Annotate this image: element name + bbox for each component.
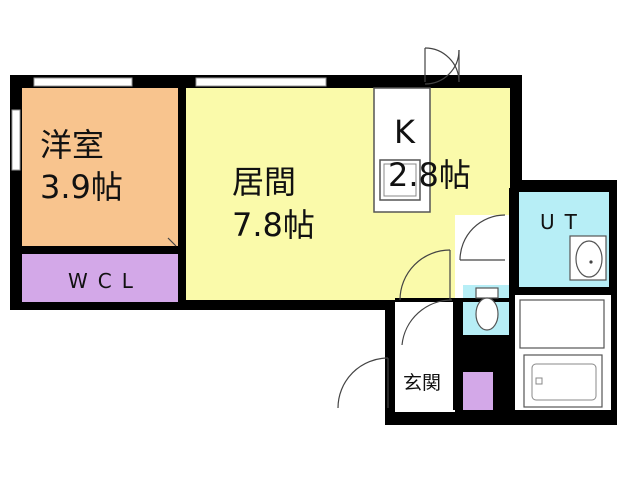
entrance-storage [463, 372, 493, 410]
living-room [186, 88, 374, 300]
living-room-size: 7.8帖 [232, 206, 315, 244]
windows [11, 77, 327, 171]
hallway [395, 300, 455, 412]
western-room-name: 洋室 [40, 126, 104, 164]
bathtub [519, 299, 605, 408]
living-room-name: 居間 [232, 163, 296, 201]
kitchen-size: 2.8帖 [388, 156, 471, 194]
entrance-label: 玄関 [403, 372, 441, 394]
utility-label: UT [540, 210, 587, 234]
western-room [22, 88, 178, 246]
closet-room [22, 254, 178, 302]
closet-label: WCL [68, 269, 143, 293]
toilet-fixture [475, 287, 499, 331]
washbasin [569, 235, 607, 281]
western-room-size: 3.9帖 [40, 168, 123, 206]
kitchen-counter [373, 87, 431, 213]
kitchen-name: K [394, 113, 416, 151]
doors [167, 47, 506, 409]
